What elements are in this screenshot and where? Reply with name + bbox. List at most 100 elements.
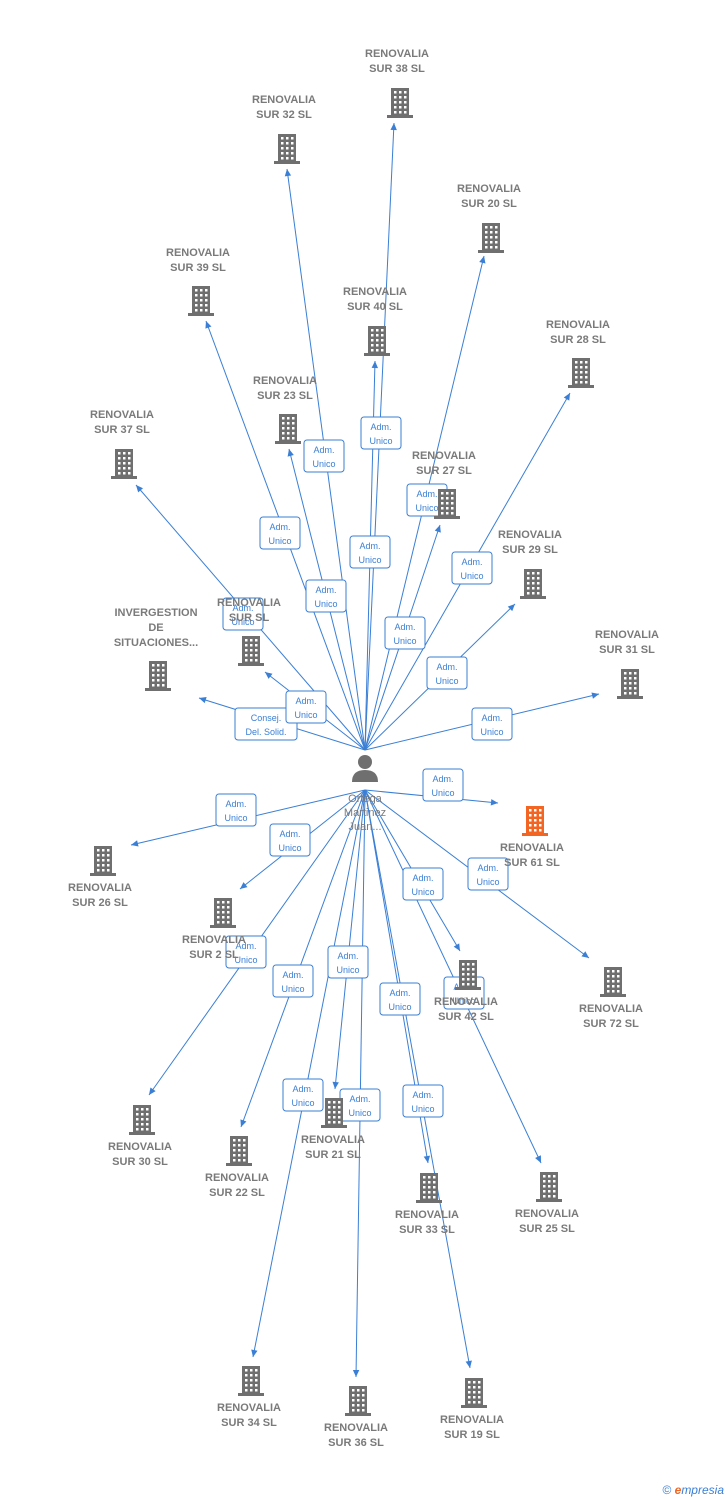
edge-label-sur42[interactable]: Adm.Unico (402, 867, 444, 901)
edge-label-text: Unico (294, 710, 317, 720)
center-person[interactable]: OrtegaMartinezJuan... (344, 755, 386, 833)
company-name-line: SUR 36 SL (328, 1437, 384, 1449)
edge-label-invergestion[interactable]: Consej.Del. Solid. (234, 707, 298, 741)
edge-label-box[interactable] (349, 535, 391, 569)
edge-label-box[interactable] (303, 439, 345, 473)
edge-label-text: Adm. (349, 1094, 370, 1104)
edge-label-box[interactable] (384, 616, 426, 650)
edge-label-sur27[interactable]: Adm.Unico (384, 616, 426, 650)
edge-label-sur31[interactable]: Adm.Unico (471, 707, 513, 741)
edge-label-box[interactable] (225, 935, 267, 969)
company-name-line: SUR SL (229, 612, 270, 624)
edge-label-sur28[interactable]: Adm.Unico (451, 551, 493, 585)
edge-label-text: Adm. (436, 662, 457, 672)
edge-label-sur22[interactable]: Adm.Unico (272, 964, 314, 998)
edge-label-box[interactable] (426, 656, 468, 690)
company-name-line: SUR 21 SL (305, 1149, 361, 1161)
building-icon (520, 569, 546, 599)
arrowhead (240, 882, 248, 889)
arrowhead (423, 1155, 430, 1163)
edge-label-box[interactable] (215, 793, 257, 827)
edge-line (240, 789, 366, 1128)
person-name-line: Juan... (348, 821, 381, 833)
edge-label-sur21[interactable]: Adm.Unico (327, 945, 369, 979)
company-name-line: SUR 31 SL (599, 644, 655, 656)
edge-label-box[interactable] (305, 579, 347, 613)
edge-label-sur26[interactable]: Adm.Unico (215, 793, 257, 827)
arrowhead (490, 799, 498, 806)
edge-line (252, 789, 366, 1358)
arrowhead (581, 951, 589, 958)
edge-label-box[interactable] (467, 857, 509, 891)
edge-label-box[interactable] (451, 551, 493, 585)
edge-label-box[interactable] (285, 690, 327, 724)
edge-label-box[interactable] (259, 516, 301, 550)
edge-label-surx[interactable]: Adm.Unico (285, 690, 327, 724)
edge-label-box[interactable] (327, 945, 369, 979)
edge-label-box[interactable] (282, 1078, 324, 1112)
edge-label-sur34[interactable]: Adm.Unico (282, 1078, 324, 1112)
edge-label-sur39[interactable]: Adm.Unico (259, 516, 301, 550)
edge-label-box[interactable] (234, 707, 298, 741)
edge-label-sur40[interactable]: Adm.Unico (349, 535, 391, 569)
edge-label-box[interactable] (269, 823, 311, 857)
edge-label-sur30[interactable]: Adm.Unico (225, 935, 267, 969)
company-name-line: RENOVALIA (365, 48, 429, 60)
edge-label-box[interactable] (471, 707, 513, 741)
edge-label-sur19[interactable]: Adm.Unico (402, 1084, 444, 1118)
edge-label-sur72[interactable]: Adm.Unico (467, 857, 509, 891)
company-name-line: RENOVALIA (217, 597, 281, 609)
edge-label-sur36[interactable]: Adm.Unico (339, 1088, 381, 1122)
edge-label-sur38[interactable]: Adm.Unico (360, 416, 402, 450)
edge-label-sur37[interactable]: Adm.Unico (222, 597, 264, 631)
edge-label-box[interactable] (379, 982, 421, 1016)
building-icon (111, 449, 137, 479)
edge-label-box[interactable] (422, 768, 464, 802)
edge-label-box[interactable] (402, 867, 444, 901)
arrowhead (251, 1349, 258, 1357)
edge-label-box[interactable] (222, 597, 264, 631)
edge-label-sur32[interactable]: Adm.Unico (303, 439, 345, 473)
building-icon (536, 1172, 562, 1202)
company-node-surx[interactable]: RENOVALIA SUR SL (217, 597, 281, 666)
edge-label-text: Del. Solid. (245, 727, 286, 737)
edge-label-sur2x[interactable]: Adm.Unico (269, 823, 311, 857)
company-node-invergestion[interactable]: INVERGESTIONDESITUACIONES... (114, 607, 198, 691)
edge-label-sur33[interactable]: Adm.Unico (379, 982, 421, 1016)
company-name-line: RENOVALIA (412, 450, 476, 462)
edge-label-sur61[interactable]: Adm.Unico (422, 768, 464, 802)
edge-label-box[interactable] (402, 1084, 444, 1118)
edge-label-box[interactable] (272, 964, 314, 998)
arrowhead (390, 123, 397, 131)
edge-label-text: Adm. (337, 951, 358, 961)
arrowhead (136, 485, 143, 493)
edge-label-sur23[interactable]: Adm.Unico (305, 579, 347, 613)
edge-label-box[interactable] (360, 416, 402, 450)
edge-label-sur29[interactable]: Adm.Unico (426, 656, 468, 690)
